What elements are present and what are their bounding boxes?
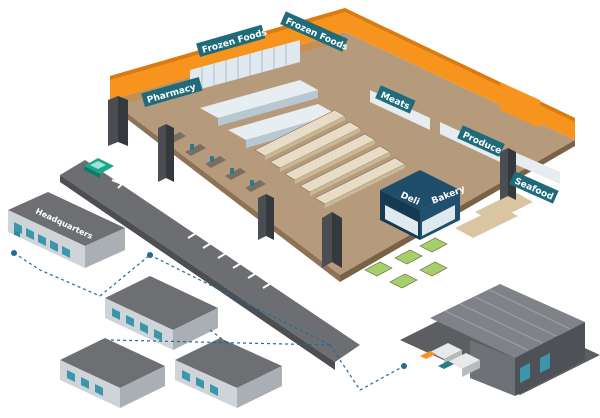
deli-bakery-booth [380,170,460,240]
parking-lot [60,160,360,370]
node-dot [11,250,17,256]
truck-icon [438,353,480,377]
warehouse-building [400,284,600,396]
produce-tables [364,192,533,289]
branch-store-1 [105,276,218,350]
node-dot [147,252,153,258]
car-icon [84,158,114,178]
network-nodes [11,250,407,369]
node-dot [401,363,407,369]
headquarters-building: Headquarters [8,192,125,268]
branch-store-3 [175,338,282,408]
checkout-lanes [165,132,266,192]
network-connectors [13,252,405,391]
store-pillars [108,96,516,268]
store-aisles [254,109,406,208]
branch-store-2 [60,338,165,408]
